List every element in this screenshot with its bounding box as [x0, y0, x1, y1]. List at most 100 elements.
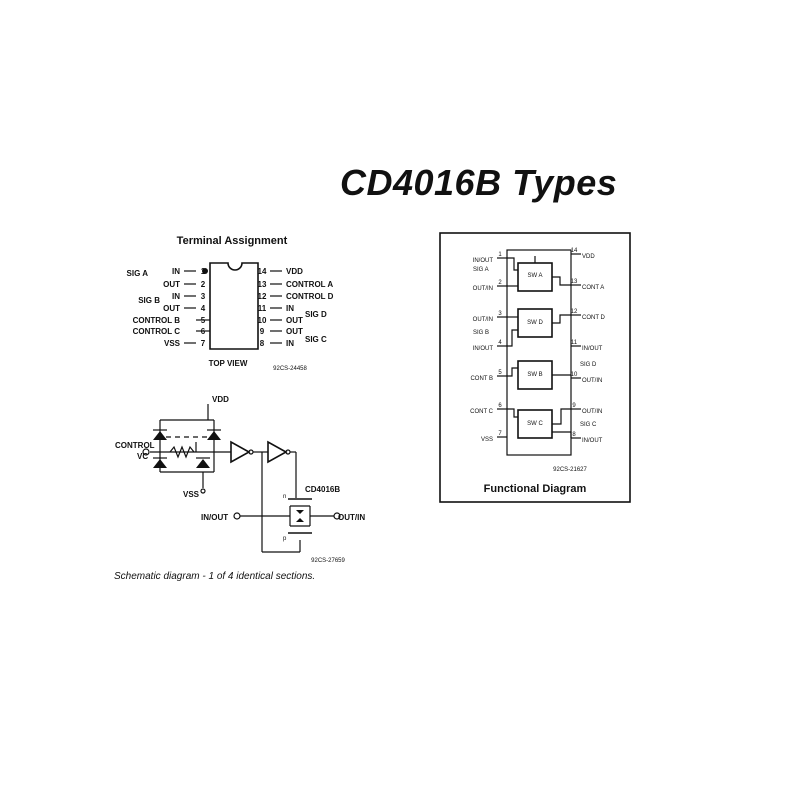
pin-number: 4: [201, 304, 206, 313]
right-pin-ticks: [270, 270, 282, 344]
diode-icon: [153, 429, 167, 440]
terminal-assignment-heading: Terminal Assignment: [177, 235, 288, 247]
pin-number: 3: [201, 292, 206, 301]
pin-label: IN: [286, 339, 294, 348]
pin-label: OUT/IN: [473, 286, 493, 292]
pin-label: OUT: [286, 327, 303, 336]
out-in-terminal-icon: [333, 512, 341, 520]
pin-label: CONT A: [582, 285, 604, 291]
functional-code: 92CS-21627: [553, 467, 587, 473]
pin-number: 3: [498, 311, 502, 317]
switch-label: SW D: [527, 320, 543, 326]
p-channel-label: p: [283, 536, 287, 542]
pin-label: IN/OUT: [473, 346, 494, 352]
inverter-icon: [267, 440, 291, 464]
pin-number: 6: [498, 403, 502, 409]
pin-label: OUT: [286, 316, 303, 325]
pin-number: 12: [571, 309, 578, 315]
pin-number: 11: [571, 340, 578, 346]
inverter-icon: [230, 440, 254, 464]
pin-number: 5: [498, 370, 502, 376]
pin-number: 8: [572, 432, 576, 438]
top-view-label: TOP VIEW: [209, 359, 248, 368]
page-title: CD4016B Types: [340, 162, 618, 203]
pin-label: OUT/IN: [582, 409, 602, 415]
functional-diagram: Functional Diagram 92CS-21627 SW A SW D …: [439, 232, 631, 503]
diode-icon: [207, 429, 221, 440]
pin-label: OUT/IN: [473, 317, 493, 323]
transistor-pair-icon: [288, 498, 312, 534]
control-terminal-icon: [142, 448, 150, 456]
diode-icon: [153, 457, 167, 468]
sig-a-label: SIG A: [473, 267, 489, 273]
pin-label: CONT C: [470, 409, 494, 415]
pin-label: OUT: [163, 304, 180, 313]
pin-number: 2: [201, 280, 206, 289]
functional-diagram-heading: Functional Diagram: [484, 483, 587, 495]
pin-number: 6: [201, 327, 206, 336]
schematic-caption: Schematic diagram - 1 of 4 identical sec…: [114, 571, 316, 582]
switch-label: SW A: [527, 273, 542, 279]
schematic-section: VDD VSS CONTROL VC CD4016B n p IN/OUT OU…: [115, 395, 365, 564]
pin-number: 13: [258, 280, 267, 289]
pin-label: CONT D: [582, 315, 606, 321]
pin-number: 8: [260, 339, 265, 348]
pin-label: IN/OUT: [582, 346, 603, 352]
sig-d-label: SIG D: [580, 362, 597, 368]
pin-label: CONTROL C: [133, 327, 181, 336]
schematic-wiring: [150, 404, 334, 553]
vss-label: VSS: [183, 490, 200, 499]
pin-number: 7: [201, 339, 206, 348]
pin-label: VDD: [582, 254, 595, 260]
pin-number: 2: [498, 280, 502, 286]
vc-label: VC: [137, 452, 148, 461]
pin-number: 9: [260, 327, 265, 336]
pin-label: IN/OUT: [473, 258, 494, 264]
pin-number: 7: [498, 431, 502, 437]
terminal-code: 92CS-24458: [273, 366, 307, 372]
pin-label: VSS: [164, 339, 181, 348]
pin-label: VDD: [286, 267, 303, 276]
pin-label: VSS: [481, 437, 493, 443]
pin-number: 10: [258, 316, 267, 325]
sig-c-label: SIG C: [580, 422, 597, 428]
pin-label: CONT B: [470, 376, 493, 382]
pin-number: 14: [571, 248, 578, 254]
group-label-sig-d: SIG D: [305, 310, 327, 319]
pin-number: 4: [498, 340, 502, 346]
pin-label: IN: [286, 304, 294, 313]
pin-number: 1: [201, 267, 206, 276]
sig-b-label: SIG B: [473, 330, 489, 336]
in-out-terminal-icon: [233, 512, 241, 520]
pin-label: IN/OUT: [582, 438, 603, 444]
resistor-icon: [169, 445, 195, 459]
left-pin-ticks: [184, 270, 210, 344]
functional-pin-ticks: [497, 253, 581, 439]
pin-number: 10: [571, 372, 578, 378]
control-label: CONTROL: [115, 441, 155, 450]
group-label-sig-c: SIG C: [305, 335, 327, 344]
group-label-sig-b: SIG B: [138, 296, 160, 305]
pin-number: 11: [258, 304, 267, 313]
pin-label: CONTROL B: [133, 316, 181, 325]
group-label-sig-a: SIG A: [127, 269, 149, 278]
ic-body: [506, 249, 572, 456]
pin-number: 12: [258, 292, 267, 301]
schematic-code: 92CS-27659: [311, 558, 345, 564]
vdd-label: VDD: [212, 395, 229, 404]
dip-package-outline: [209, 262, 259, 350]
pin-label: IN: [172, 292, 180, 301]
pin1-marker-icon: [202, 268, 208, 274]
pin-label: CONTROL D: [286, 292, 334, 301]
functional-frame: [439, 232, 631, 503]
switch-label: SW C: [527, 421, 543, 427]
terminal-assignment: Terminal Assignment 1IN2OUT3IN4OUT5CONTR…: [127, 235, 334, 372]
pin-number: 1: [498, 252, 502, 258]
vss-terminal-icon: [200, 488, 206, 494]
in-out-terminal-label: IN/OUT: [201, 513, 228, 522]
